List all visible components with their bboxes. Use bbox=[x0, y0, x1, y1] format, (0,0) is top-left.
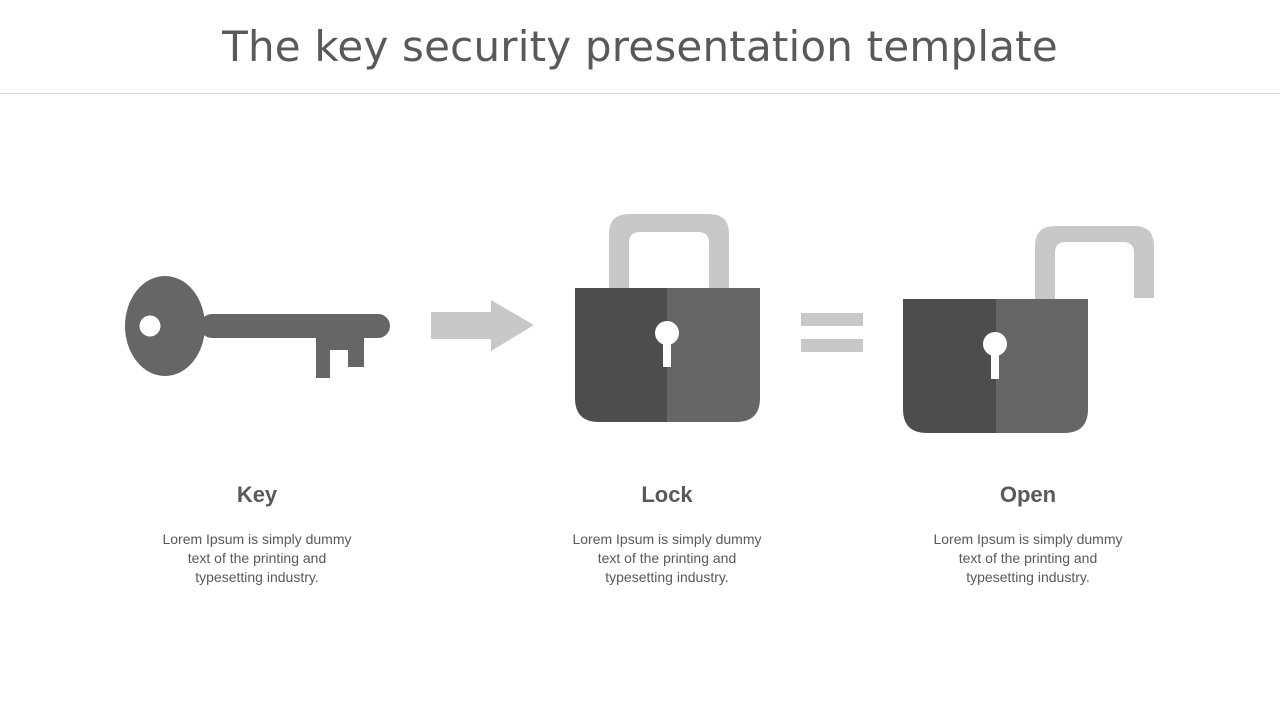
lock-heading: Lock bbox=[641, 482, 693, 507]
lock-description: Lorem Ipsum is simply dummy text of the … bbox=[572, 531, 762, 585]
title-divider bbox=[0, 93, 1280, 94]
slide-title: The key security presentation template bbox=[222, 22, 1058, 71]
equals-icon bbox=[801, 313, 863, 352]
key-description: Lorem Ipsum is simply dummy text of the … bbox=[162, 531, 352, 585]
key-icon bbox=[125, 276, 390, 378]
lock-icon bbox=[575, 214, 760, 422]
open-heading: Open bbox=[999, 482, 1057, 507]
unlock-icon bbox=[903, 226, 1154, 433]
key-heading: Key bbox=[236, 482, 278, 507]
arrow-right-icon bbox=[431, 300, 534, 351]
open-description: Lorem Ipsum is simply dummy text of the … bbox=[933, 531, 1123, 585]
